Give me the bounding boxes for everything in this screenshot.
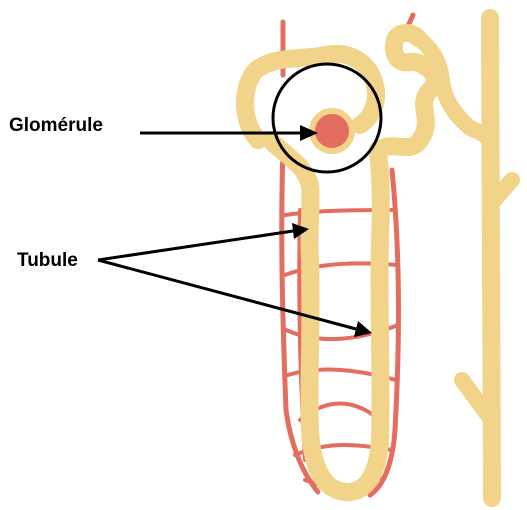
tubule-label: Tubule xyxy=(17,251,78,270)
tubule-system xyxy=(245,18,512,498)
collecting-branch-upper xyxy=(470,128,490,140)
proximal-tubule xyxy=(270,140,381,492)
glomerule-label: Glomérule xyxy=(9,116,103,135)
glomerulus xyxy=(312,111,352,151)
pointer-arrows xyxy=(98,125,372,337)
capsule-inner-line xyxy=(296,74,360,84)
collecting-duct xyxy=(490,18,492,498)
tubule-arrow-upper-line xyxy=(98,231,293,260)
